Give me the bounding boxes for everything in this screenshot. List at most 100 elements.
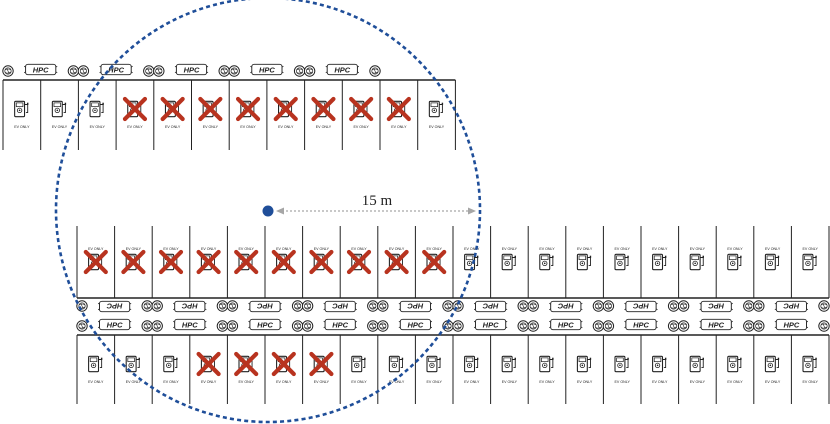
tree-icon (377, 320, 389, 332)
charger-icon (539, 355, 555, 373)
ev-only-label: EV ONLY (314, 380, 330, 384)
parking-stall: EV ONLY (652, 355, 668, 384)
ev-only-label: EV ONLY (765, 380, 781, 384)
parking-stall: EV ONLY (234, 351, 259, 384)
hpc-sign: HPC (97, 318, 132, 331)
hpc-sign: HPC (473, 300, 508, 313)
tree-icon (592, 300, 605, 312)
stall-rows: EV ONLY EV ONLY EV ONLY EV ONLY EV ONLY EV ON… (2, 63, 830, 404)
tree-icon (677, 320, 690, 332)
parking-stall: EV ONLY (309, 351, 334, 384)
charger-icon (88, 355, 103, 373)
hpc-label: HPC (33, 66, 49, 75)
hpc-label: HPC (332, 301, 348, 310)
parking-stall: EV ONLY (309, 247, 334, 275)
blocked-x-icon (346, 249, 372, 275)
ev-only-label: EV ONLY (577, 247, 593, 251)
parking-stall: EV ONLY (235, 96, 261, 129)
tree-icon (592, 320, 605, 332)
tree-icon (216, 300, 229, 312)
ev-only-label: EV ONLY (127, 125, 143, 129)
blocked-x-icon (349, 96, 374, 122)
blocked-x-icon (309, 249, 334, 275)
parking-stall: EV ONLY (196, 351, 221, 384)
hpc-sign: HPC (174, 63, 209, 76)
tree-icon (452, 320, 464, 332)
center-point (262, 205, 274, 217)
blocked-x-icon (271, 351, 296, 377)
parking-stall: EV ONLY (89, 100, 106, 129)
radius-arrowhead-left (276, 207, 284, 215)
charger-icon (802, 253, 818, 271)
charger-icon (163, 355, 179, 373)
tree-icon (291, 300, 304, 312)
parking-stall: EV ONLY (727, 355, 743, 384)
ev-only-label: EV ONLY (502, 380, 518, 384)
blocked-x-icon (309, 351, 334, 377)
parking-stall: EV ONLY (539, 247, 555, 271)
tree-icon (377, 300, 389, 312)
tree-icon (228, 65, 240, 77)
ev-only-label: EV ONLY (351, 380, 367, 384)
tree-icon (151, 300, 163, 312)
ev-only-label: EV ONLY (276, 380, 292, 384)
hpc-label: HPC (106, 301, 122, 310)
tree-icon (818, 320, 830, 332)
row-bottom: EV ONLY EV ONLY EV ONLY EV ONLY EV ONLY EV ON… (76, 318, 830, 404)
hpc-label: HPC (257, 321, 273, 330)
ev-only-label: EV ONLY (464, 247, 480, 251)
hpc-label: HPC (633, 321, 649, 330)
charger-icon (764, 253, 780, 271)
parking-stall: EV ONLY (271, 351, 296, 384)
tree-icon (753, 300, 765, 312)
tree-icon (527, 300, 539, 312)
radius-arrowhead-right (468, 207, 476, 215)
tree-icon (301, 320, 314, 332)
hpc-label: HPC (181, 301, 197, 310)
blocked-x-icon (196, 249, 221, 275)
charger-icon (576, 355, 592, 373)
charger-icon (764, 355, 780, 373)
parking-stall: EV ONLY (428, 100, 445, 129)
hpc-label: HPC (407, 321, 423, 330)
parking-stall: EV ONLY (422, 247, 447, 275)
parking-stall: EV ONLY (802, 247, 818, 271)
hpc-sign: HPC (97, 300, 132, 313)
blocked-x-icon (158, 249, 184, 275)
charger-icon (14, 100, 29, 118)
ev-only-label: EV ONLY (389, 247, 405, 251)
hpc-sign: HPC (398, 318, 433, 331)
ev-only-label: EV ONLY (278, 125, 294, 129)
blocked-x-icon (160, 96, 185, 122)
tree-icon (67, 65, 80, 77)
charger-icon (388, 355, 404, 373)
parking-stall: EV ONLY (727, 247, 743, 271)
blocked-x-icon (83, 249, 108, 275)
hpc-sign: HPC (323, 300, 358, 313)
ev-only-label: EV ONLY (239, 247, 255, 251)
blocked-x-icon (386, 96, 411, 122)
blocked-x-icon (234, 351, 259, 377)
hpc-label: HPC (633, 301, 649, 310)
hpc-sign: HPC (248, 318, 282, 331)
ev-only-label: EV ONLY (429, 125, 445, 129)
hpc-label: HPC (558, 321, 574, 330)
charger-icon (614, 253, 630, 271)
ev-only-label: EV ONLY (126, 380, 142, 384)
tree-icon (369, 65, 381, 77)
ev-only-label: EV ONLY (427, 380, 443, 384)
charger-icon (652, 253, 667, 271)
tree-icon (667, 320, 680, 332)
hpc-label: HPC (107, 321, 123, 330)
ev-only-label: EV ONLY (316, 125, 332, 129)
charger-icon (426, 355, 442, 373)
parking-stall: EV ONLY (125, 355, 142, 384)
blocked-x-icon (273, 96, 298, 122)
ev-only-label: EV ONLY (765, 247, 781, 251)
hpc-label: HPC (332, 321, 348, 330)
hpc-sign: HPC (398, 300, 433, 313)
charger-icon (428, 100, 444, 118)
ev-only-label: EV ONLY (652, 247, 668, 251)
tree-icon (153, 65, 165, 77)
hpc-sign: HPC (23, 63, 58, 76)
